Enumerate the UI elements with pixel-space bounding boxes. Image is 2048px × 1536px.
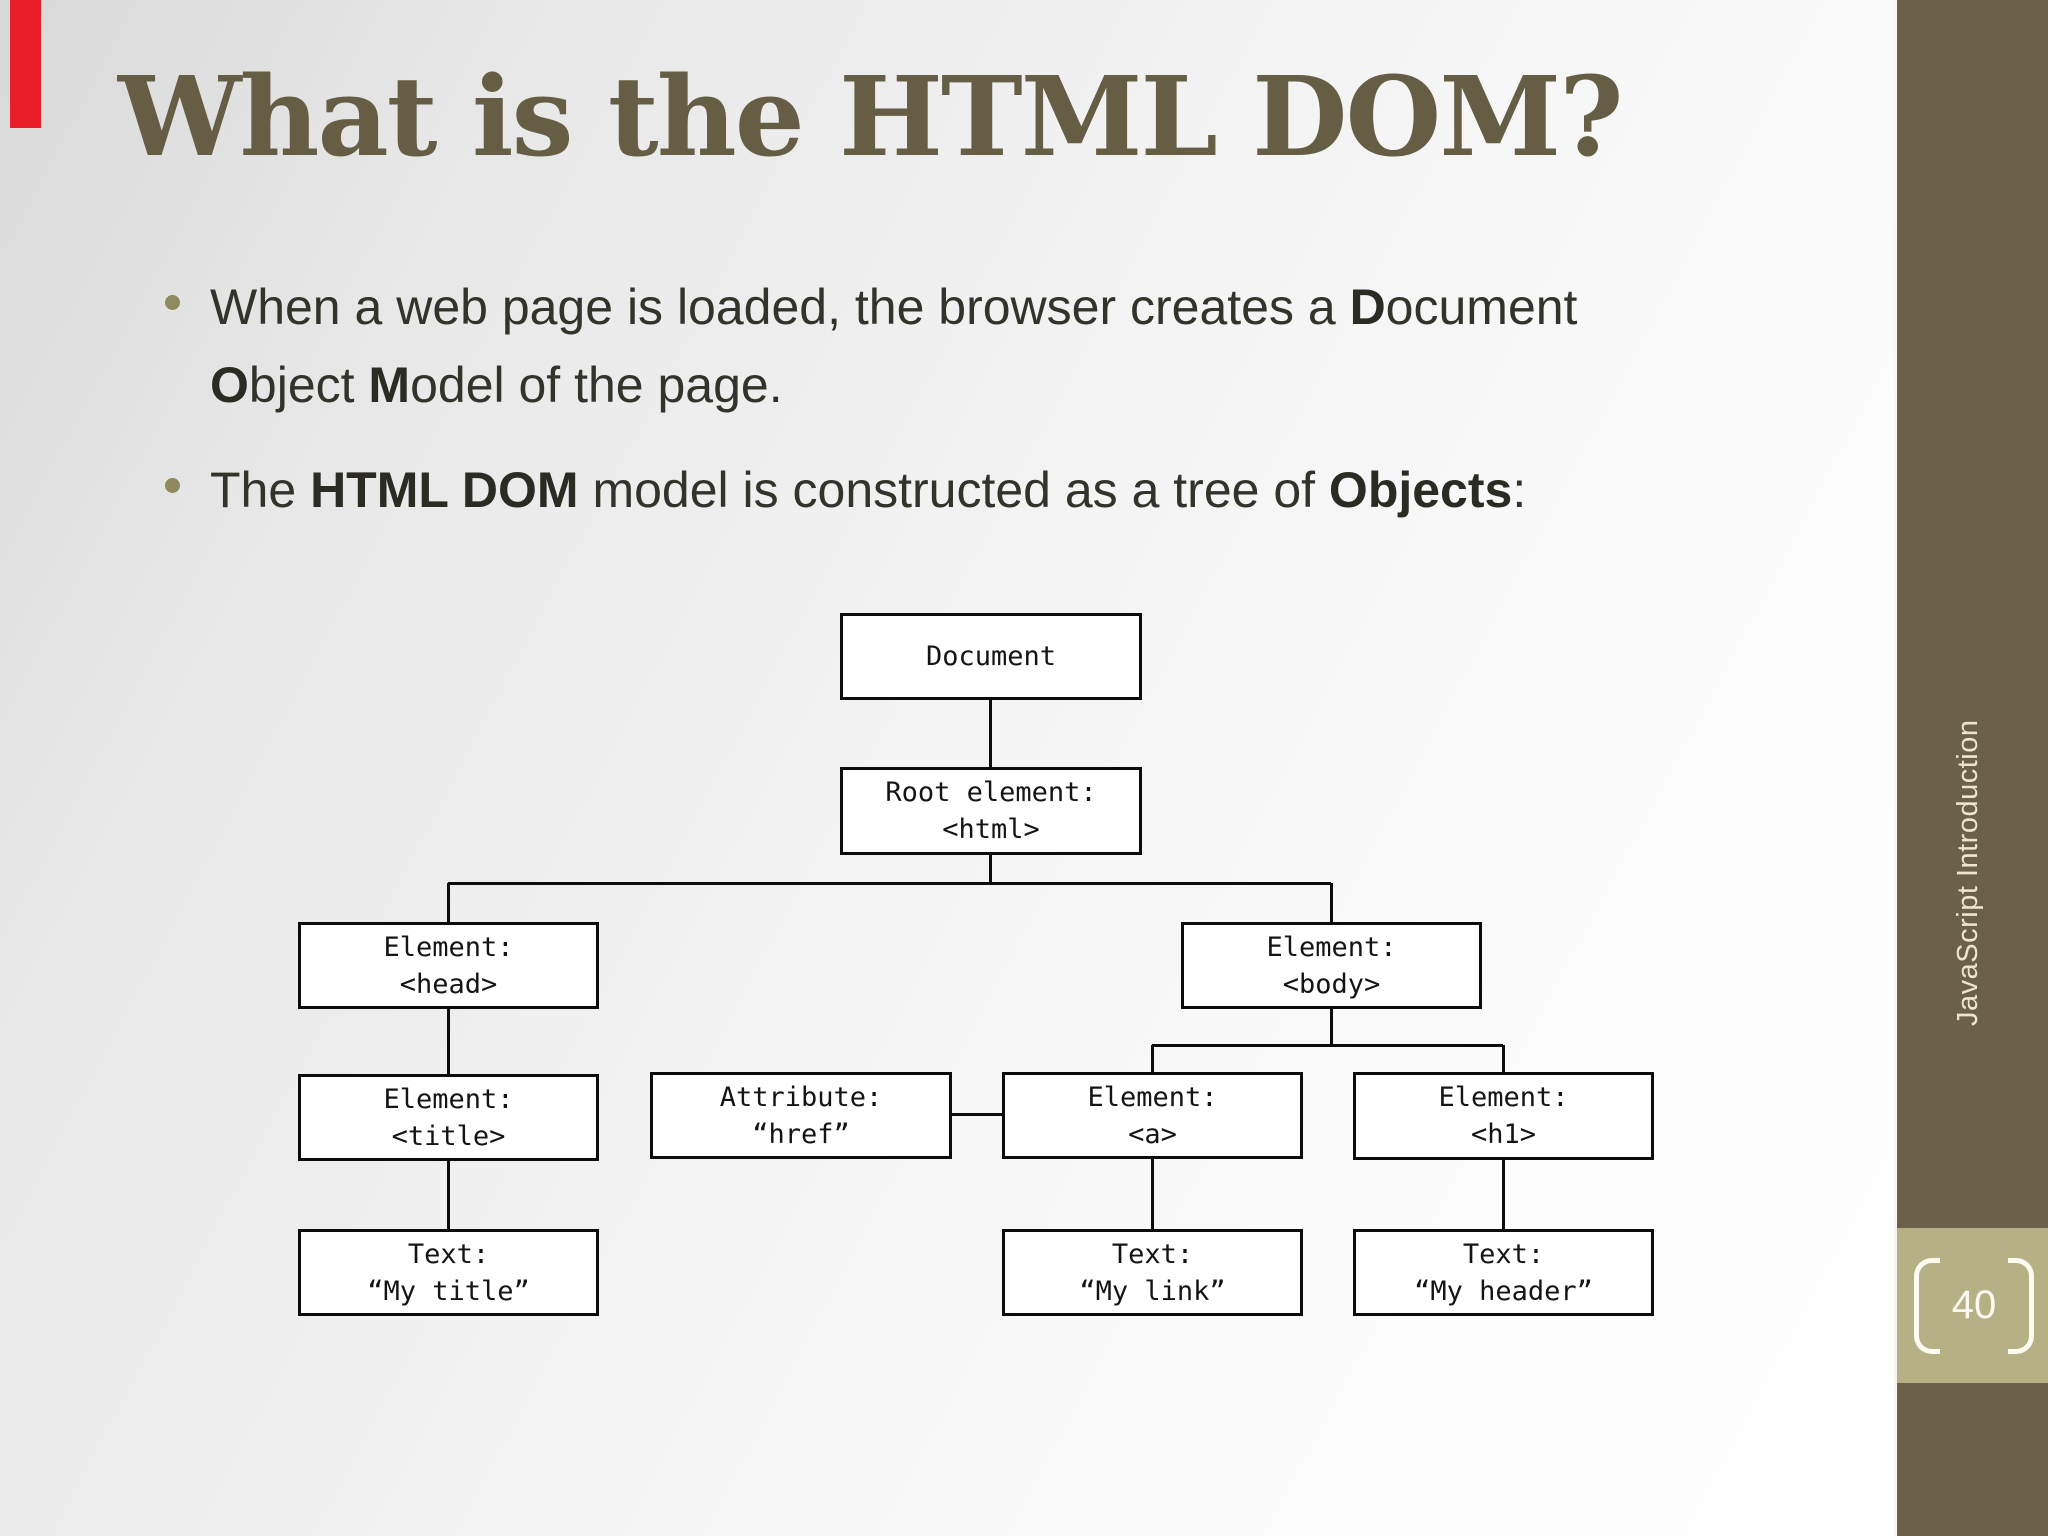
tree-connector (447, 883, 450, 922)
node-label-line: “href” (752, 1118, 850, 1150)
sidebar-vertical-label: JavaScript Introduction (1952, 719, 1984, 1026)
node-a-element: Element: <a> (1002, 1072, 1303, 1159)
tree-connector (1330, 883, 1333, 922)
tree-connector (1502, 1045, 1505, 1072)
node-body: Element: <body> (1181, 922, 1482, 1009)
tree-connector (447, 1009, 450, 1074)
node-label-line: “My header” (1414, 1275, 1593, 1307)
node-label-line: Element: (1087, 1081, 1218, 1113)
node-label-line: “My link” (1079, 1275, 1226, 1307)
bullet-icon (165, 478, 180, 493)
bullet-text: The HTML DOM model is constructed as a t… (210, 462, 1527, 518)
tree-connector (989, 855, 992, 885)
node-label-line: Element: (1266, 931, 1397, 963)
bullet-icon (165, 295, 180, 310)
tree-connector (1151, 1159, 1154, 1229)
node-label-line: Root element: (885, 777, 1097, 808)
tree-connector (448, 882, 1331, 885)
node-h1-element: Element: <h1> (1353, 1072, 1654, 1160)
tree-connector (952, 1113, 1002, 1116)
node-label-line: <html> (942, 814, 1040, 845)
tree-connector (1330, 1009, 1333, 1047)
tree-connector (1502, 1160, 1505, 1229)
tree-connector (989, 700, 992, 767)
node-text-my-link: Text: “My link” (1002, 1229, 1303, 1316)
node-label-line: “My title” (367, 1275, 530, 1307)
node-root-element: Root element: <html> (840, 767, 1142, 855)
red-accent-bar (10, 0, 41, 128)
node-label-line: Text: (1462, 1238, 1545, 1270)
node-label-line: Text: (407, 1238, 490, 1270)
node-label-line: Element: (383, 931, 514, 963)
node-text-my-title: Text: “My title” (298, 1229, 599, 1316)
right-bracket-icon (2008, 1258, 2034, 1354)
tree-connector (447, 1161, 450, 1229)
node-label-line: Element: (1438, 1082, 1569, 1113)
bullet-item: The HTML DOM model is constructed as a t… (150, 451, 1650, 529)
node-label-line: Document (925, 641, 1057, 672)
node-text-my-header: Text: “My header” (1353, 1229, 1654, 1316)
page-number: 40 (1951, 1283, 1997, 1327)
node-label-line: <title> (391, 1120, 506, 1152)
node-head: Element: <head> (298, 922, 599, 1009)
node-label-line: Attribute: (719, 1081, 883, 1113)
node-label-line: <body> (1282, 968, 1381, 1000)
node-label-line: Text: (1111, 1238, 1194, 1270)
left-bracket-icon (1914, 1258, 1940, 1354)
node-document: Document (840, 613, 1142, 700)
bullet-text: When a web page is loaded, the browser c… (210, 279, 1578, 413)
node-label-line: <h1> (1470, 1119, 1537, 1150)
node-label-line: <head> (399, 968, 498, 1000)
node-attribute-href: Attribute: “href” (650, 1072, 952, 1159)
page-title: What is the HTML DOM? (118, 52, 1624, 181)
node-label-line: <a> (1128, 1118, 1177, 1150)
node-title-element: Element: <title> (298, 1074, 599, 1161)
tree-connector (1152, 1044, 1503, 1047)
tree-connector (1151, 1045, 1154, 1072)
bullet-item: When a web page is loaded, the browser c… (150, 268, 1650, 424)
sidebar: JavaScript Introduction 40 (1894, 0, 2048, 1536)
node-label-line: Element: (383, 1083, 514, 1115)
page-number-band: 40 (1897, 1228, 2048, 1383)
bullet-list: When a web page is loaded, the browser c… (150, 268, 1650, 529)
